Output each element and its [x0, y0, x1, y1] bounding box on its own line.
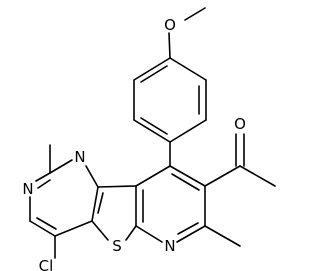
bond-thiophene-1 — [125, 225, 137, 241]
bond-aryl-1 — [169, 57, 207, 81]
bond-thiophene-inner — [97, 192, 104, 214]
bond-pyrimidine-3 — [35, 172, 51, 182]
bond-aryl-6 — [133, 57, 171, 81]
bond-aryl-inner-3 — [140, 65, 168, 83]
bond-methyl-oxygen — [184, 7, 206, 21]
bond-aryl-3 — [169, 119, 207, 143]
bond-pyridine-1 — [169, 165, 206, 187]
bond-pyrimidine-inner-1 — [37, 179, 51, 189]
pyrimidine-n-upper-label: N — [74, 148, 85, 166]
bond-aryl-inner-2 — [140, 117, 168, 135]
bond-pyridine-inner-2 — [177, 222, 199, 235]
bond-pyrimidine-2 — [49, 159, 73, 174]
bond-pyridine-6 — [135, 165, 171, 187]
methoxy-oxygen-label: O — [164, 16, 176, 34]
chlorine-label: Cl — [39, 257, 54, 271]
bond-pyrimidine-6 — [54, 220, 93, 237]
bond-acetyl-carbon — [204, 165, 241, 187]
bond-thiophene-3 — [91, 186, 99, 222]
bond-thiophene-4 — [97, 185, 137, 188]
bond-oxygen-aryl — [168, 32, 171, 59]
bond-pyridine-methyl — [204, 225, 241, 247]
bond-pyridine-4 — [135, 225, 163, 243]
bond-aryl-4 — [133, 119, 171, 143]
pyridine-nitrogen-label: N — [164, 237, 175, 255]
thiophene-sulfur-label: S — [112, 237, 122, 255]
bond-acetyl-methyl — [239, 165, 276, 187]
acetyl-oxygen-label: O — [234, 115, 246, 133]
bond-pyrimidine-inner-2 — [36, 217, 57, 230]
bond-pyrimidine-1 — [85, 165, 99, 188]
molecule-diagram: O N N Cl S N O — [22, 7, 276, 271]
atom-labels: O N N Cl S N O — [22, 16, 246, 271]
bond-pyrimidine-5 — [29, 220, 56, 237]
pyrimidine-n-left-label: N — [22, 180, 33, 198]
bond-pyridine-inner-1 — [171, 173, 200, 191]
bond-pyridine-3 — [176, 225, 206, 243]
bond-thiophene-2 — [91, 220, 109, 241]
bonds — [29, 7, 276, 259]
